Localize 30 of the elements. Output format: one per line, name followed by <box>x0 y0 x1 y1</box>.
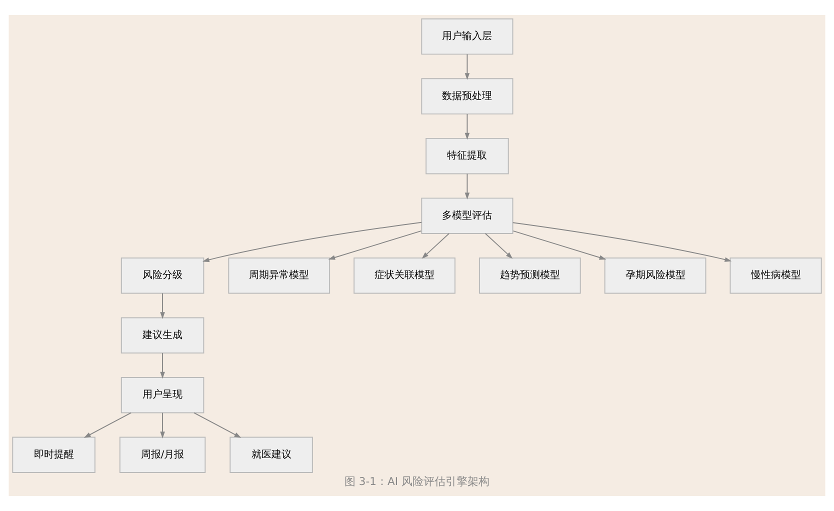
arrow <box>484 233 513 259</box>
arrow <box>160 292 165 319</box>
node-box: 就医建议 <box>230 436 313 473</box>
node-box: 症状关联模型 <box>354 257 456 294</box>
node-box: 建议生成 <box>120 317 204 354</box>
arrow <box>464 114 470 140</box>
arrow <box>160 352 165 379</box>
arrow <box>464 173 470 200</box>
node-box: 慢性病模型 <box>730 257 822 294</box>
arrow <box>160 412 165 438</box>
node-box: 多模型评估 <box>421 198 514 234</box>
caption: 图 3-1：AI 风险评估引擎架构 <box>344 475 490 488</box>
arrow <box>512 222 732 262</box>
arrow <box>202 222 422 262</box>
node-box: 周报/月报 <box>119 436 206 473</box>
arrow <box>84 412 132 438</box>
node-box: 风险分级 <box>120 257 204 294</box>
node-box: 数据预处理 <box>421 78 514 114</box>
arrow <box>328 230 422 260</box>
arrow <box>422 233 450 259</box>
node-box: 用户呈现 <box>120 376 204 414</box>
node-box: 趋势预测模型 <box>478 257 581 294</box>
arrow <box>194 412 242 438</box>
node-box: 即时提醒 <box>12 436 96 473</box>
arrow <box>464 54 470 80</box>
node-box: 孕期风险模型 <box>604 257 706 294</box>
node-box: 用户输入层 <box>421 18 514 55</box>
node-box: 周期异常模型 <box>228 257 330 294</box>
node-box: 特征提取 <box>426 138 509 174</box>
arrow <box>512 230 606 260</box>
